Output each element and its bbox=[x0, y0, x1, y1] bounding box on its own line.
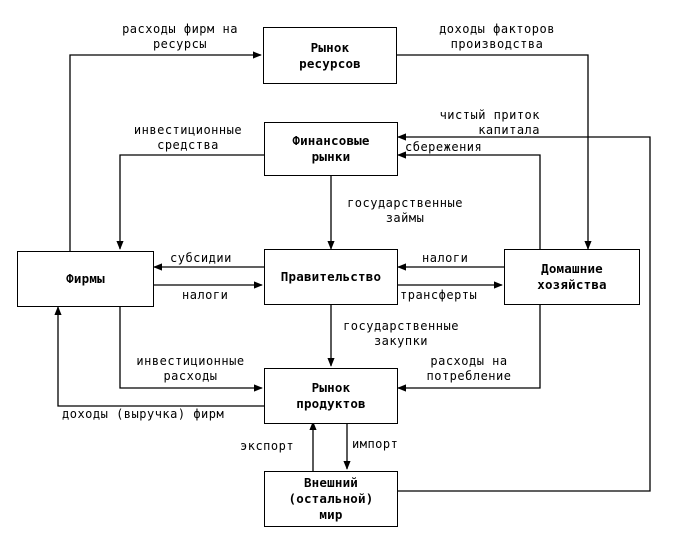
external-world-box: Внешний (остальной) мир bbox=[264, 471, 398, 527]
product-market-box: Рынок продуктов bbox=[264, 368, 398, 424]
arrow-firm-revenue bbox=[54, 306, 264, 407]
label-subsidies: субсидии bbox=[170, 251, 232, 265]
label-consumption-expenses: расходы на потребление bbox=[426, 354, 512, 383]
financial-markets-box: Финансовые рынки bbox=[264, 122, 398, 176]
arrow-investment-expenses bbox=[119, 305, 263, 392]
label-government-loans: государственные займы bbox=[347, 196, 463, 225]
label-savings: сбережения bbox=[405, 140, 483, 154]
label-transfers: трансферты bbox=[400, 288, 478, 302]
arrow-firm-resource-expenses bbox=[69, 51, 262, 251]
arrow-factor-income bbox=[396, 54, 592, 250]
product-market-line-2: продуктов bbox=[296, 396, 366, 411]
label-net-capital-inflow: чистый приток капитала bbox=[439, 108, 540, 137]
arrow-net-capital-inflow bbox=[397, 133, 651, 492]
arrow-investment-funds bbox=[116, 154, 264, 250]
label-import: импорт bbox=[352, 437, 399, 451]
label-taxes-from-households: налоги bbox=[422, 251, 469, 265]
label-export: экспорт bbox=[240, 439, 295, 453]
financial-markets-line-2: рынки bbox=[311, 149, 351, 164]
label-investment-funds: инвестиционные средства bbox=[133, 123, 243, 152]
households-line-1: Домашние bbox=[541, 261, 603, 276]
firms-label: Фирмы bbox=[66, 271, 105, 286]
arrow-consumption-expenses bbox=[397, 305, 541, 392]
resource-market-line-1: Рынок bbox=[310, 39, 350, 55]
arrow-savings bbox=[397, 151, 541, 249]
external-world-line-1: Внешний bbox=[303, 475, 359, 490]
external-world-line-2: (остальной) bbox=[288, 491, 374, 506]
label-firm-revenue: доходы (выручка) фирм bbox=[62, 407, 225, 421]
government-label: Правительство bbox=[280, 269, 382, 284]
firms-box: Фирмы bbox=[17, 251, 154, 307]
resource-market-box: Рынок ресурсов bbox=[263, 27, 397, 84]
government-box: Правительство bbox=[264, 249, 398, 305]
label-government-purchases: государственные закупки bbox=[343, 319, 459, 348]
label-taxes-from-firms: налоги bbox=[182, 288, 229, 302]
households-box: Домашние хозяйства bbox=[504, 249, 640, 305]
label-firm-resource-expenses: расходы фирм на ресурсы bbox=[122, 22, 238, 51]
financial-markets-line-1: Финансовые bbox=[292, 133, 370, 148]
households-line-2: хозяйства bbox=[537, 277, 607, 292]
label-investment-expenses: инвестиционные расходы bbox=[136, 354, 245, 383]
external-world-line-3: мир bbox=[319, 507, 343, 522]
product-market-line-1: Рынок bbox=[311, 380, 351, 395]
resource-market-line-2: ресурсов bbox=[299, 55, 361, 71]
label-factor-income: доходы факторов производства bbox=[439, 22, 555, 51]
